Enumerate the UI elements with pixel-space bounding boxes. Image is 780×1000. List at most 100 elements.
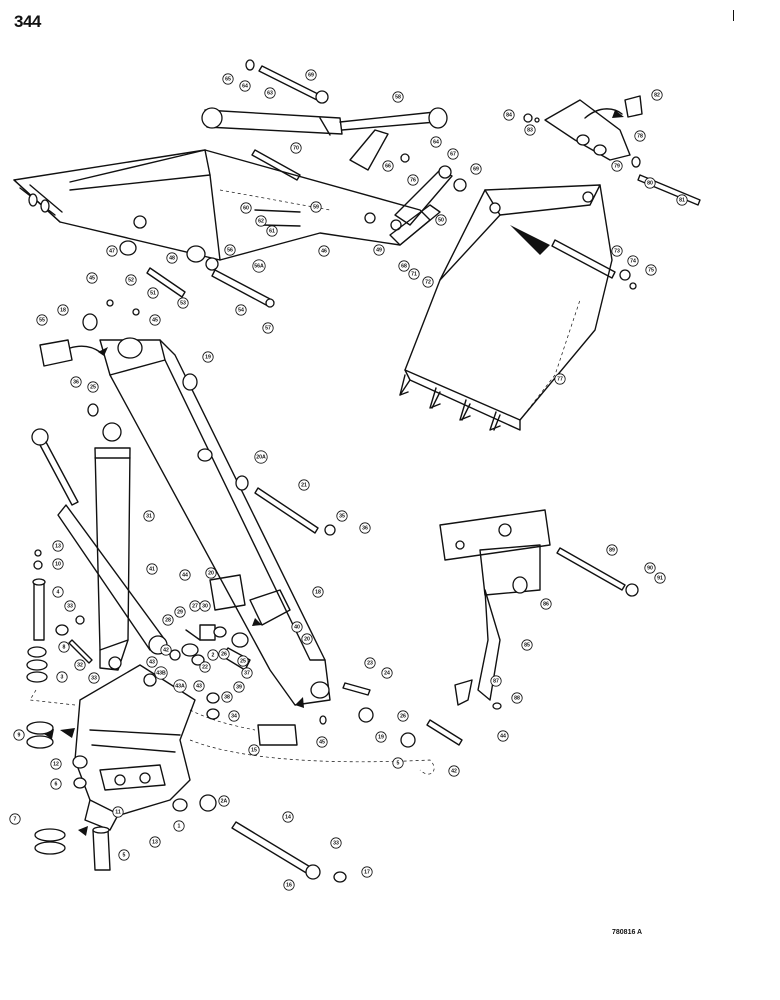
callout-circle <box>235 304 247 316</box>
callout-circle <box>13 729 25 741</box>
callout-label: 18 <box>60 307 66 313</box>
callout-label: 13 <box>152 839 158 845</box>
callout-11: 11 <box>112 806 124 818</box>
callout-circle <box>174 606 186 618</box>
callout-circle <box>36 314 48 326</box>
callout-label: 68 <box>401 263 407 269</box>
callout-label: 67 <box>450 151 456 157</box>
callout-83: 83 <box>524 124 536 136</box>
callout-circle <box>503 109 515 121</box>
callout-label: 49 <box>376 247 382 253</box>
callout-18: 18 <box>57 304 69 316</box>
callout-label: 72 <box>425 279 431 285</box>
callout-circle <box>312 586 324 598</box>
callout-label: 66 <box>385 163 391 169</box>
callout-5: 5 <box>118 849 130 861</box>
callout-circle <box>524 124 536 136</box>
callout-label: 50 <box>438 217 444 223</box>
callout-label: 47 <box>109 248 115 254</box>
callout-label: 3 <box>61 674 64 680</box>
callout-circle <box>202 351 214 363</box>
callout-label: 33 <box>91 675 97 681</box>
callout-label: 63 <box>267 90 273 96</box>
callout-label: 69 <box>308 72 314 78</box>
callout-label: 26 <box>221 651 227 657</box>
callout-circle <box>373 244 385 256</box>
callout-40: 40 <box>291 621 303 633</box>
callout-58: 58 <box>392 91 404 103</box>
callout-label: 33 <box>333 840 339 846</box>
callout-label: 11 <box>115 809 121 815</box>
callout-circle <box>627 255 639 267</box>
callout-74: 74 <box>627 255 639 267</box>
callout-circle <box>654 572 666 584</box>
callout-circle <box>218 795 230 807</box>
callout-label: 36 <box>73 379 79 385</box>
callout-circle <box>199 661 211 673</box>
callout-81: 81 <box>676 194 688 206</box>
callout-label: 56A <box>254 263 264 269</box>
callout-20A: 20A <box>254 450 268 464</box>
callout-35: 35 <box>336 510 348 522</box>
callout-label: 9 <box>18 732 21 738</box>
link-hardware <box>169 624 251 720</box>
callout-circle <box>162 614 174 626</box>
callout-label: 90 <box>647 565 653 571</box>
callout-circle <box>57 304 69 316</box>
callout-label: 69 <box>473 166 479 172</box>
callout-label: 77 <box>557 376 563 382</box>
callout-label: 58 <box>395 94 401 100</box>
callout-66: 66 <box>382 160 394 172</box>
callout-45: 45 <box>86 272 98 284</box>
callout-circle <box>644 177 656 189</box>
callout-38: 38 <box>221 691 233 703</box>
callout-82: 82 <box>651 89 663 101</box>
callout-circle <box>364 657 376 669</box>
callout-label: 32 <box>77 662 83 668</box>
callout-circle <box>199 600 211 612</box>
callout-circle <box>233 681 245 693</box>
callout-85: 85 <box>521 639 533 651</box>
callout-circle <box>283 879 295 891</box>
callout-label: 57 <box>265 325 271 331</box>
callout-circle <box>125 274 137 286</box>
callout-label: 43B <box>156 670 166 676</box>
callout-circle <box>160 644 172 656</box>
callout-circle <box>248 744 260 756</box>
callout-33: 33 <box>64 600 76 612</box>
callout-circle <box>330 837 342 849</box>
callout-18: 18 <box>312 586 324 598</box>
callout-circle <box>634 130 646 142</box>
callout-17: 17 <box>361 866 373 878</box>
callout-circle <box>193 680 205 692</box>
callout-circle <box>52 586 64 598</box>
callout-label: 76 <box>410 177 416 183</box>
callout-13: 13 <box>52 540 64 552</box>
callout-label: 16 <box>286 882 292 888</box>
callout-label: 33 <box>67 603 73 609</box>
callout-43B: 43B <box>154 666 168 680</box>
callout-label: 25 <box>240 658 246 664</box>
callout-label: 2A <box>221 798 228 804</box>
callout-42: 42 <box>160 644 172 656</box>
callout-21: 21 <box>298 479 310 491</box>
callout-label: 87 <box>493 678 499 684</box>
callout-label: 85 <box>524 642 530 648</box>
callout-61: 61 <box>266 225 278 237</box>
callout-label: 41 <box>149 566 155 572</box>
callout-label: 55 <box>39 317 45 323</box>
callout-56A: 56A <box>252 259 266 273</box>
callout-86: 86 <box>540 598 552 610</box>
callout-label: 15 <box>251 747 257 753</box>
callout-43: 43 <box>193 680 205 692</box>
callout-circle <box>375 731 387 743</box>
callout-label: 60 <box>243 205 249 211</box>
callout-circle <box>381 667 393 679</box>
callout-label: 1 <box>178 823 181 829</box>
callout-68: 68 <box>398 260 410 272</box>
callout-label: 43 <box>149 659 155 665</box>
callout-circle <box>490 675 502 687</box>
callout-circle <box>316 736 328 748</box>
callout-57: 57 <box>262 322 274 334</box>
callout-67: 67 <box>447 148 459 160</box>
